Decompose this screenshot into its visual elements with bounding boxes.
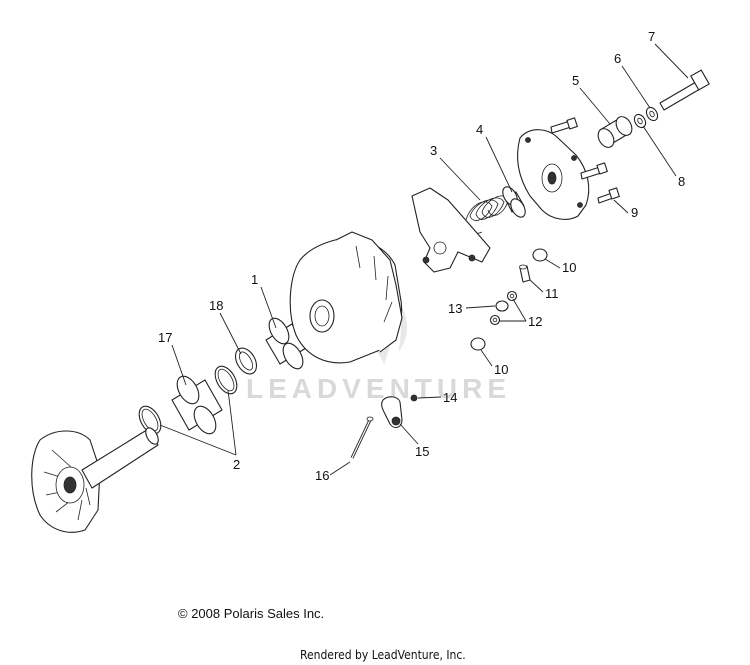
part-10-roller-lower [470, 337, 486, 351]
callout-3: 3 [430, 143, 437, 158]
moveable-sheave [289, 231, 403, 364]
callout-10-lower: 10 [494, 362, 508, 377]
callout-8: 8 [678, 174, 685, 189]
callout-11: 11 [545, 286, 559, 301]
callout-7: 7 [648, 29, 655, 44]
part-11-pin [519, 264, 531, 283]
spider-bracket [411, 187, 491, 273]
callout-1: 1 [251, 272, 258, 287]
part-15-weight-arm [381, 396, 403, 429]
part-16-pin [350, 416, 374, 459]
part-6-washer [645, 106, 659, 122]
callout-10-upper: 10 [562, 260, 576, 275]
callout-5: 5 [572, 73, 579, 88]
cover-plate [517, 129, 590, 220]
rendered-by-credit: Rendered by LeadVenture, Inc. [300, 648, 466, 662]
part-18-bearing [234, 347, 258, 375]
callout-17: 17 [158, 330, 172, 345]
part-4-cup [502, 186, 526, 218]
callout-labels: 1 2 3 4 5 6 7 8 9 10 10 11 12 13 14 15 1… [158, 29, 685, 483]
fixed-sheave [31, 427, 159, 533]
part-5-spacer [597, 116, 633, 148]
callout-18: 18 [209, 298, 223, 313]
part-17-sleeve [171, 375, 223, 435]
callout-9: 9 [631, 205, 638, 220]
callout-12: 12 [528, 314, 542, 329]
part-10-roller-upper [532, 248, 548, 262]
part-14-nut [410, 394, 418, 402]
callout-14: 14 [443, 390, 457, 405]
callout-2: 2 [233, 457, 240, 472]
copyright-notice: © 2008 Polaris Sales Inc. [178, 606, 325, 621]
callout-4: 4 [476, 122, 483, 137]
part-8-washer [633, 113, 647, 129]
part-2-rings [138, 365, 238, 435]
watermark-text: LEADVENTURE [246, 373, 511, 404]
callout-6: 6 [614, 51, 621, 66]
leader-lines [159, 43, 689, 476]
callout-15: 15 [415, 444, 429, 459]
callout-13: 13 [448, 301, 462, 316]
part-12-washers [489, 290, 518, 326]
part-13-bushing [495, 300, 509, 312]
callout-16: 16 [315, 468, 329, 483]
part-9-bolts [550, 117, 620, 204]
part-7-bolt [659, 69, 710, 111]
